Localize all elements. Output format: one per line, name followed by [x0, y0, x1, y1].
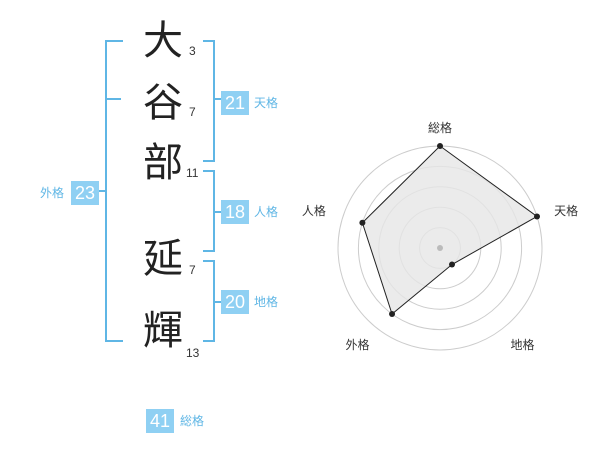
radar-point-5	[359, 219, 366, 226]
stroke-count-5: 13	[186, 346, 200, 360]
stroke-count-1: 3	[189, 44, 196, 58]
radar-axis-label-4: 外格	[345, 337, 369, 352]
name-char-5: 輝	[143, 308, 183, 354]
radar-axis-label-2: 天格	[554, 203, 578, 218]
jinkaku-value-badge: 18	[221, 200, 249, 224]
tenkaku-value-badge: 21	[221, 91, 249, 115]
tenkaku-bracket	[203, 40, 215, 162]
radar-series-area	[361, 145, 538, 315]
chikaku-label: 地格	[254, 295, 279, 309]
jinkaku-bracket-tick	[213, 211, 221, 213]
gaikaku-bracket-divider	[105, 98, 121, 100]
radar-axis-label-5: 人格	[302, 203, 326, 218]
gaikaku-label: 外格	[40, 186, 65, 200]
soukaku-label: 総格	[180, 414, 205, 428]
stroke-count-4: 7	[189, 263, 196, 277]
name-char-4: 延	[143, 236, 183, 282]
radar-point-1	[437, 143, 443, 149]
soukaku-value-badge: 41	[146, 409, 174, 433]
stroke-count-3: 11	[186, 166, 199, 180]
name-char-1: 大	[143, 18, 183, 64]
radar-point-4	[389, 311, 396, 318]
jinkaku-label: 人格	[254, 205, 279, 219]
tenkaku-bracket-tick	[213, 98, 221, 100]
gaikaku-bracket	[105, 40, 123, 342]
gaikaku-value-badge: 23	[71, 181, 99, 205]
radar-point-3	[448, 261, 455, 268]
tenkaku-label: 天格	[254, 96, 279, 110]
radar-center-dot	[437, 245, 443, 251]
chikaku-bracket-tick	[213, 301, 221, 303]
radar-axis-label-1: 総格	[428, 120, 452, 135]
name-char-2: 谷	[143, 80, 183, 126]
radar-axis-label-3: 地格	[511, 337, 535, 352]
stroke-count-2: 7	[189, 105, 196, 119]
gaikaku-bracket-tick	[97, 190, 105, 192]
name-char-3: 部	[143, 140, 183, 186]
radar-point-2	[534, 213, 541, 220]
chikaku-value-badge: 20	[221, 290, 249, 314]
